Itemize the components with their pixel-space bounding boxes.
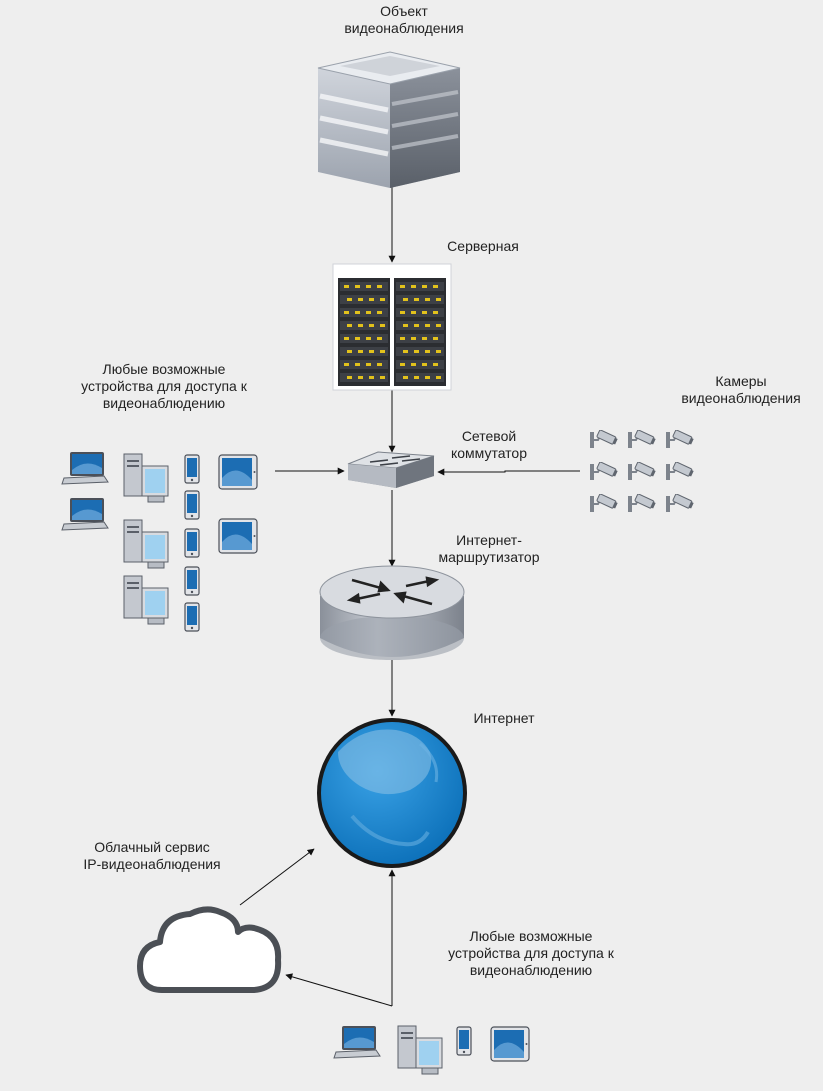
connector-devices-cloud <box>285 973 393 1007</box>
cctv-camera-icon <box>627 430 656 449</box>
label-line: устройства для доступа к <box>81 378 247 394</box>
cctv-camera-icon <box>665 494 694 513</box>
connectors <box>239 186 580 1007</box>
desktop-pc-icon <box>397 1025 443 1075</box>
server-rack-icon <box>332 263 452 391</box>
label-line: видеонаблюдения <box>344 20 464 36</box>
smartphone-icon <box>184 490 200 520</box>
laptop-icon <box>61 451 109 485</box>
cctv-camera-icon <box>665 430 694 449</box>
label-line: маршрутизатор <box>438 549 540 565</box>
label-line: Камеры <box>715 373 767 389</box>
tablet-icon <box>218 454 258 490</box>
label-line: Интернет- <box>456 532 522 548</box>
label-line: устройства для доступа к <box>448 945 614 961</box>
label-line: Сетевой <box>461 428 517 444</box>
label-line: Любые возможные <box>102 361 226 377</box>
desktop-pc-icon <box>123 519 169 569</box>
devices-cluster-top <box>61 451 258 632</box>
connector-cloud-internet <box>239 848 315 906</box>
devices-cluster-bottom <box>333 1025 530 1075</box>
label-line: Серверная <box>447 238 519 254</box>
cctv-camera-icon <box>589 494 618 513</box>
network-switch-icon <box>347 451 435 488</box>
smartphone-icon <box>184 602 200 632</box>
laptop-icon <box>333 1025 381 1059</box>
cctv-camera-icon <box>665 462 694 481</box>
globe-icon <box>317 718 467 868</box>
cctv-camera-icon <box>589 462 618 481</box>
label-line: Объект <box>380 3 428 19</box>
label-line: IP-видеонаблюдения <box>83 856 221 872</box>
smartphone-icon <box>184 528 200 558</box>
connector-cameras-switch <box>437 468 580 476</box>
office-building-icon <box>317 51 461 188</box>
tablet-icon <box>218 518 258 554</box>
label-line: Облачный сервис <box>94 839 210 855</box>
cctv-camera-icon <box>589 430 618 449</box>
cctv-camera-icon <box>627 494 656 513</box>
label-line: видеонаблюдения <box>681 390 801 406</box>
cctv-cameras <box>589 430 694 513</box>
smartphone-icon <box>456 1026 472 1056</box>
label-line: коммутатор <box>450 445 528 461</box>
router-icon <box>319 565 465 660</box>
label-server-room: Серверная <box>423 238 543 255</box>
desktop-pc-icon <box>123 575 169 625</box>
smartphone-icon <box>184 566 200 596</box>
label-line: видеонаблюдению <box>469 962 593 978</box>
label-line: Любые возможные <box>469 928 593 944</box>
cctv-camera-icon <box>627 462 656 481</box>
smartphone-icon <box>184 454 200 484</box>
label-internet: Интернет <box>454 710 554 727</box>
label-router: Интернет-маршрутизатор <box>419 532 559 566</box>
tablet-icon <box>490 1026 530 1062</box>
label-line: видеонаблюдению <box>102 395 226 411</box>
desktop-pc-icon <box>123 453 169 503</box>
cloud-icon <box>137 906 282 993</box>
laptop-icon <box>61 497 109 531</box>
label-line: Интернет <box>473 710 535 726</box>
